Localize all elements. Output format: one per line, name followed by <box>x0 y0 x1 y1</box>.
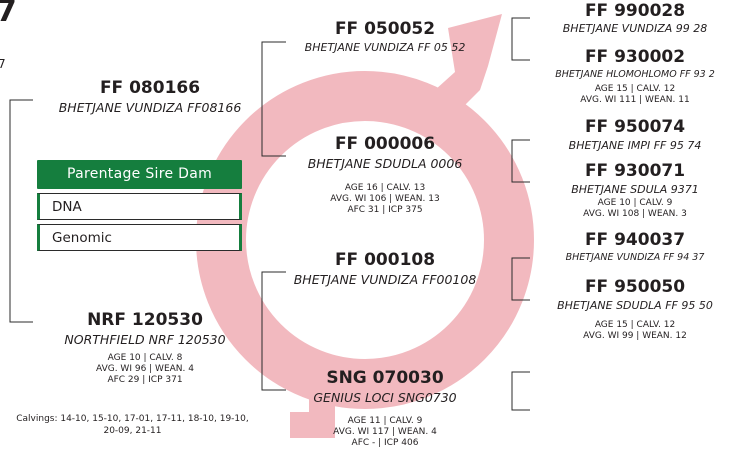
sire-dam-stat: AVG. WI 106 | WEAN. 13 <box>300 194 470 205</box>
dam-sire-stat: AFC - | ICP 406 <box>300 438 470 449</box>
dam-id: FF 000108 <box>310 251 460 270</box>
page-number-large: 7 <box>0 0 17 29</box>
sire-sire-id: FF 050052 <box>310 20 460 39</box>
ancestor-name: BHETJANE SDULA 9371 <box>530 183 740 196</box>
page-number-small: 7 <box>0 57 6 71</box>
subject-calvings: Calvings: 14-10, 15-10, 17-01, 17-11, 18… <box>0 414 265 425</box>
ancestor-id: FF 930071 <box>560 162 710 181</box>
bracket-sire-sire <box>512 18 530 60</box>
subject-stat: AFC 29 | ICP 371 <box>45 375 245 386</box>
subject-id: NRF 120530 <box>70 311 220 330</box>
ancestor-name: BHETJANE VUNDIZA 99 28 <box>530 22 740 35</box>
male-symbol-watermark <box>221 14 509 425</box>
legend-box: Parentage Sire Dam DNA Genomic <box>37 160 242 251</box>
dam-sire-stat: AGE 11 | CALV. 9 <box>300 416 470 427</box>
ancestor-stat: AGE 15 | CALV. 12 <box>560 320 710 331</box>
dam-sire-id: SNG 070030 <box>310 369 460 388</box>
sire-sire-name: BHETJANE VUNDIZA FF 05 52 <box>280 41 490 54</box>
sire-dam-stat: AGE 16 | CALV. 13 <box>300 183 470 194</box>
dam-name: BHETJANE VUNDIZA FF00108 <box>270 272 500 287</box>
ancestor-stat: AGE 10 | CALV. 9 <box>560 198 710 209</box>
sire-dam-id: FF 000006 <box>310 135 460 154</box>
ancestor-id: FF 950050 <box>560 278 710 297</box>
legend-item-genomic: Genomic <box>37 224 242 251</box>
ancestor-id: FF 990028 <box>560 2 710 21</box>
ancestor-name: BHETJANE VUNDIZA FF 94 37 <box>530 252 740 263</box>
ancestor-name: BHETJANE IMPI FF 95 74 <box>530 139 740 152</box>
bracket-dam-dam <box>512 372 530 410</box>
subject-calvings: 20-09, 21-11 <box>0 426 265 437</box>
ancestor-name: BHETJANE SDUDLA FF 95 50 <box>530 299 740 312</box>
dam-sire-stat: AVG. WI 117 | WEAN. 4 <box>300 427 470 438</box>
sire-dam-stat: AFC 31 | ICP 375 <box>300 205 470 216</box>
sire-dam-name: BHETJANE SDUDLA 0006 <box>280 156 490 171</box>
legend-item-dna: DNA <box>37 193 242 220</box>
ancestor-id: FF 940037 <box>560 231 710 250</box>
subject-name: NORTHFIELD NRF 120530 <box>25 332 265 347</box>
sire-id: FF 080166 <box>85 79 215 98</box>
ancestor-stat: AVG. WI 108 | WEAN. 3 <box>560 209 710 220</box>
ancestor-name: BHETJANE HLOMOHLOMO FF 93 2 <box>525 69 745 80</box>
ancestor-stat: AVG. WI 99 | WEAN. 12 <box>560 331 710 342</box>
ancestor-id: FF 930002 <box>560 48 710 67</box>
ancestor-stat: AVG. WI 111 | WEAN. 11 <box>560 95 710 106</box>
ancestor-stat: AGE 15 | CALV. 12 <box>560 84 710 95</box>
sire-name: BHETJANE VUNDIZA FF08166 <box>25 100 275 115</box>
legend-header: Parentage Sire Dam <box>37 160 242 189</box>
bracket-subject <box>10 100 33 322</box>
dam-sire-name: GENIUS LOCI SNG0730 <box>280 390 490 405</box>
ancestor-id: FF 950074 <box>560 118 710 137</box>
subject-stat: AVG. WI 96 | WEAN. 4 <box>45 364 245 375</box>
subject-stat: AGE 10 | CALV. 8 <box>45 353 245 364</box>
